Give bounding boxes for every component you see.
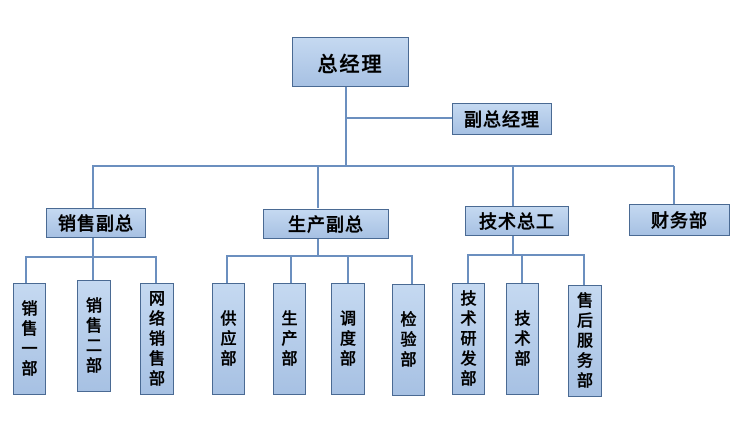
division-box-sales: 销售副总: [46, 208, 146, 238]
unit-box-production-2: 生产部: [273, 283, 306, 395]
deputy-box: 副总经理: [452, 103, 552, 135]
connector-tech-drop: [512, 236, 514, 256]
connector-production-3: [347, 256, 349, 283]
unit-box-tech-1: 技术研发部: [452, 283, 485, 395]
unit-box-tech-2: 技术部: [506, 283, 539, 395]
connector-deputy: [346, 117, 452, 119]
unit-box-production-3: 调度部: [331, 283, 365, 395]
connector-sales-drop: [92, 238, 94, 258]
division-box-finance: 财务部: [629, 204, 730, 236]
connector-production-4: [411, 256, 413, 284]
connector-division-4: [673, 166, 675, 204]
connector-production-2: [290, 256, 292, 283]
connector-production-1: [226, 256, 228, 283]
unit-box-sales-1: 销售一部: [13, 283, 46, 395]
connector-division-2: [317, 166, 319, 208]
unit-box-sales-3: 网络销售部: [140, 283, 174, 395]
connector-division-3: [512, 166, 514, 206]
division-box-production: 生产副总: [263, 209, 389, 239]
connector-production-bus: [226, 255, 413, 257]
connector-production-drop: [317, 239, 319, 257]
connector-tech-2: [521, 255, 523, 283]
unit-box-production-1: 供应部: [212, 283, 245, 395]
unit-box-production-4: 检验部: [392, 284, 425, 396]
unit-box-tech-3: 售后服务部: [568, 285, 602, 397]
connector-ceo-vertical: [345, 87, 347, 167]
connector-tech-bus: [467, 254, 585, 256]
connector-sales-3: [155, 257, 157, 283]
connector-sales-bus: [25, 256, 157, 258]
unit-box-sales-2: 销售二部: [77, 280, 111, 392]
connector-division-bus: [92, 165, 674, 167]
division-box-tech: 技术总工: [465, 206, 569, 236]
connector-sales-2: [92, 257, 94, 280]
connector-division-1: [92, 166, 94, 208]
connector-tech-3: [583, 255, 585, 285]
connector-sales-1: [25, 257, 27, 283]
connector-tech-1: [467, 255, 469, 283]
ceo-box: 总经理: [292, 37, 409, 87]
